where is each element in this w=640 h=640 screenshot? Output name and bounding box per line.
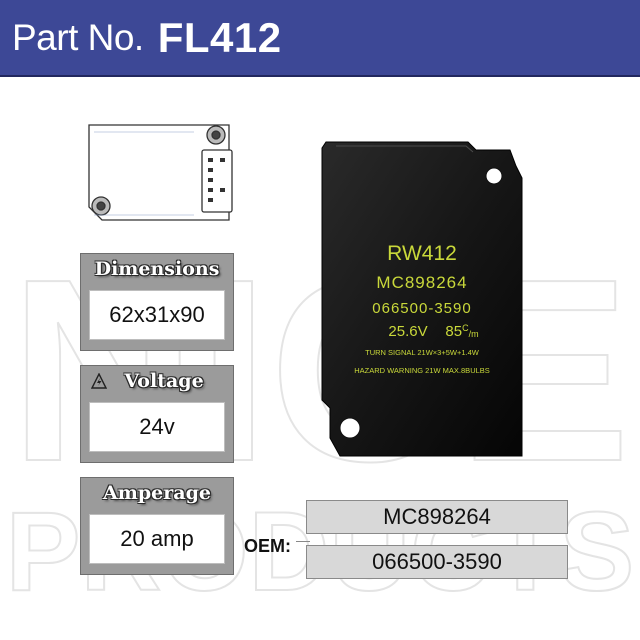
amperage-title: Amperage bbox=[103, 482, 211, 504]
oem-number-1: MC898264 bbox=[306, 500, 568, 534]
oem-label: OEM: bbox=[244, 536, 291, 556]
amperage-value: 20 amp bbox=[89, 514, 225, 564]
part-number: FL412 bbox=[157, 13, 282, 61]
label-temp: 85C/m bbox=[445, 323, 478, 340]
label-model: RW412 bbox=[387, 242, 457, 265]
voltage-value: 24v bbox=[89, 402, 225, 452]
oem-connector bbox=[296, 541, 310, 542]
outline-diagram bbox=[88, 124, 233, 221]
lightning-icon bbox=[91, 373, 107, 389]
label-hazard: HAZARD WARNING 21W MAX.8BULBS bbox=[354, 366, 490, 375]
part-no-label: Part No. bbox=[12, 16, 144, 58]
header-bar: Part No. FL412 bbox=[0, 0, 640, 77]
dimensions-title: Dimensions bbox=[94, 258, 220, 280]
label-code: MC898264 bbox=[376, 273, 467, 292]
dimensions-value: 62x31x90 bbox=[89, 290, 225, 340]
oem-number-2: 066500-3590 bbox=[306, 545, 568, 579]
label-voltage: 25.6V bbox=[388, 323, 427, 340]
label-part: 066500-3590 bbox=[372, 300, 471, 317]
voltage-panel: Voltage 24v bbox=[80, 365, 234, 463]
label-turn-signal: TURN SIGNAL 21W×3+5W+1.4W bbox=[365, 348, 480, 357]
flasher-relay-image: RW412 MC898264 066500-3590 25.6V 85C/m T… bbox=[321, 141, 523, 457]
amperage-panel: Amperage 20 amp bbox=[80, 477, 234, 575]
voltage-title: Voltage bbox=[124, 370, 204, 392]
dimensions-panel: Dimensions 62x31x90 bbox=[80, 253, 234, 351]
